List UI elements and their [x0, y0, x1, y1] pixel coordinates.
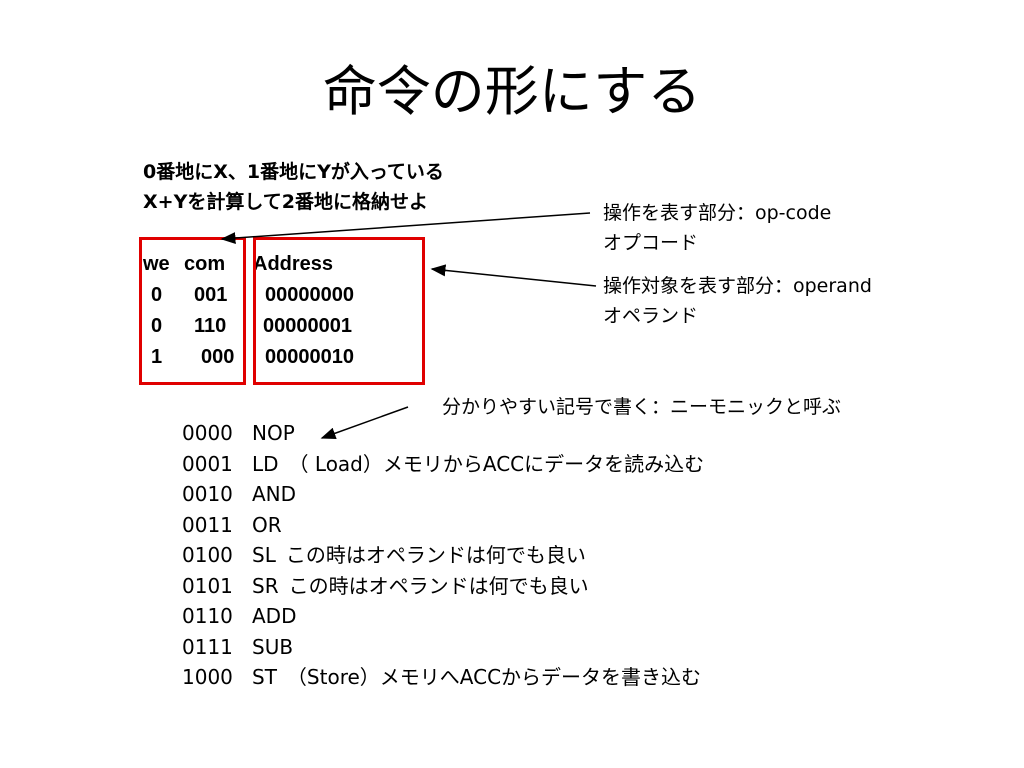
opcode-highlight-box	[139, 237, 246, 385]
opcode-description: この時はオペランドは何でも良い	[285, 543, 586, 567]
opcode-binary: 1000	[182, 665, 233, 689]
operand-note-line-2: オペランド	[603, 305, 699, 327]
opcode-binary: 0100	[182, 543, 233, 567]
opcode-description: （Store）メモリへACCからデータを書き込む	[286, 665, 702, 689]
header-address: Address	[253, 253, 334, 275]
row-2-address: 00000001	[263, 315, 352, 337]
problem-line-1: 0番地にX、1番地にYが入っている	[143, 161, 444, 183]
opcode-note-line-2: オプコード	[603, 232, 699, 254]
opcode-description: （ Load）メモリからACCにデータを読み込む	[288, 451, 705, 476]
opcode-description: この時はオペランドは何でも良い	[288, 573, 589, 598]
mnemonic-arrow	[320, 406, 409, 440]
opcode-arrow	[220, 212, 591, 245]
problem-line-2: X+Yを計算して2番地に格納せよ	[143, 191, 428, 213]
opcode-mnemonic: OR	[252, 512, 282, 537]
opcode-mnemonic: LD	[252, 451, 279, 476]
opcode-note: 操作を表す部分：op-code オプコード	[603, 198, 831, 258]
row-3-com: 000	[201, 346, 235, 368]
opcode-binary: 0111	[182, 634, 233, 659]
opcode-row: 0101 SR この時はオペランドは何でも良い	[182, 571, 704, 602]
header-com: com	[184, 253, 226, 275]
opcode-mnemonic: SUB	[252, 634, 294, 659]
opcode-mnemonic: ADD	[252, 604, 297, 628]
opcode-mnemonic: SR	[252, 573, 279, 598]
opcode-row: 0001 LD （ Load）メモリからACCにデータを読み込む	[182, 449, 704, 480]
operand-note-line-1: 操作対象を表す部分：operand	[603, 275, 872, 297]
row-1-we: 0	[151, 284, 163, 306]
opcode-mnemonic: SL	[252, 543, 276, 567]
opcode-binary: 0001	[182, 451, 233, 476]
operand-note: 操作対象を表す部分：operand オペランド	[603, 271, 872, 331]
opcode-mnemonic: AND	[252, 482, 297, 506]
operand-highlight-box	[253, 237, 425, 385]
opcode-row: 0010 AND	[182, 479, 704, 510]
problem-statement: 0番地にX、1番地にYが入っている X+Yを計算して2番地に格納せよ	[143, 157, 444, 217]
opcode-row: 1000 ST （Store）メモリへACCからデータを書き込む	[182, 662, 704, 693]
opcode-binary: 0011	[182, 512, 233, 537]
row-2-we: 0	[151, 315, 163, 337]
slide-title: 命令の形にする	[322, 60, 702, 123]
opcode-note-line-1: 操作を表す部分：op-code	[603, 202, 832, 224]
row-3-we: 1	[151, 346, 163, 368]
operand-arrow	[430, 264, 597, 287]
mnemonic-note: 分かりやすい記号で書く：ニーモニックと呼ぶ	[442, 396, 842, 418]
opcode-row: 0011 OR	[182, 510, 704, 541]
opcode-mnemonic: ST	[252, 665, 277, 689]
opcode-mnemonic: NOP	[252, 421, 295, 445]
header-we: we	[143, 253, 170, 275]
opcode-row: 0110 ADD	[182, 601, 704, 632]
opcode-binary: 0010	[182, 482, 233, 506]
row-1-address: 00000000	[265, 284, 354, 306]
opcode-binary: 0110	[182, 604, 233, 628]
opcode-row: 0111 SUB	[182, 632, 704, 663]
opcode-binary: 0101	[182, 573, 233, 598]
opcode-row: 0100 SL この時はオペランドは何でも良い	[182, 540, 704, 571]
row-3-address: 00000010	[265, 346, 354, 368]
row-1-com: 001	[194, 284, 228, 306]
opcode-binary: 0000	[182, 421, 233, 445]
opcode-row: 0000 NOP	[182, 418, 704, 449]
row-2-com: 110	[194, 315, 227, 337]
opcode-list: 0000 NOP 0001 LD （ Load）メモリからACCにデータを読み込む 001…	[182, 418, 704, 693]
